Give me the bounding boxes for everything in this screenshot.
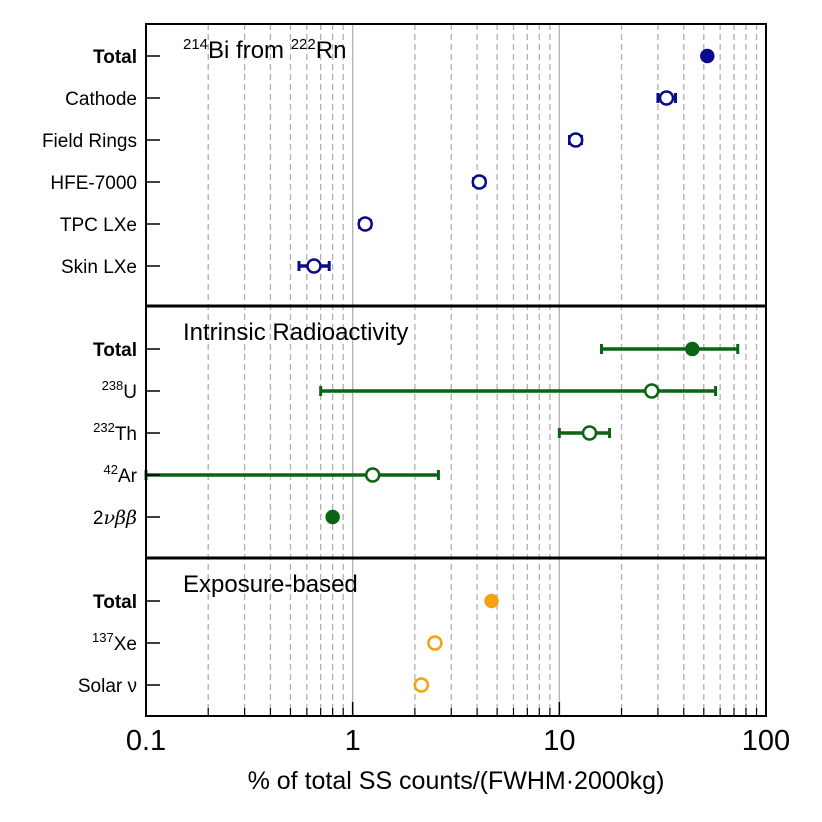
- data-point-open: [427, 635, 443, 651]
- category-label: Total: [93, 592, 137, 613]
- x-tick-label: 100: [742, 725, 790, 757]
- data-point-filled: [685, 341, 700, 357]
- data-point-filled: [325, 509, 340, 525]
- grid-lines: [207, 24, 758, 716]
- data-point-open: [357, 216, 373, 232]
- category-label: 42Ar: [104, 462, 138, 487]
- x-tick-label: 10: [543, 725, 575, 757]
- category-label: Total: [93, 340, 137, 361]
- data-point-open: [643, 383, 660, 399]
- category-label: HFE-7000: [50, 173, 137, 194]
- category-label: 238U: [102, 378, 137, 403]
- x-tick-label: 0.1: [126, 725, 166, 757]
- data-point-open: [581, 425, 598, 441]
- panel-title: Intrinsic Radioactivity: [183, 319, 408, 346]
- data-point-filled: [484, 593, 499, 609]
- data-point-open: [364, 467, 381, 483]
- panel-title: 214Bi from 222Rn: [183, 36, 346, 64]
- category-label: Total: [93, 47, 137, 68]
- x-axis-label: % of total SS counts/(FWHM·2000kg): [248, 767, 665, 795]
- data-series: [144, 48, 740, 693]
- panel-border: [145, 23, 767, 307]
- data-point-open: [306, 258, 322, 274]
- category-label: TPC LXe: [60, 215, 137, 236]
- category-label: Skin LXe: [61, 257, 137, 278]
- category-label: 137Xe: [92, 630, 137, 655]
- category-label: Cathode: [65, 89, 137, 110]
- category-label: 2νββ: [93, 507, 137, 529]
- data-point-open: [658, 90, 675, 106]
- plot-frame: [145, 23, 767, 717]
- data-point-open: [413, 677, 430, 693]
- category-label: 232Th: [93, 420, 137, 445]
- data-point-filled: [700, 48, 715, 64]
- data-point-open: [471, 174, 488, 190]
- category-label: Field Rings: [42, 131, 137, 152]
- x-tick-label: 1: [345, 725, 361, 757]
- panel-title: Exposure-based: [183, 571, 358, 598]
- data-point-open: [567, 132, 584, 148]
- category-label: Solar ν: [78, 676, 137, 697]
